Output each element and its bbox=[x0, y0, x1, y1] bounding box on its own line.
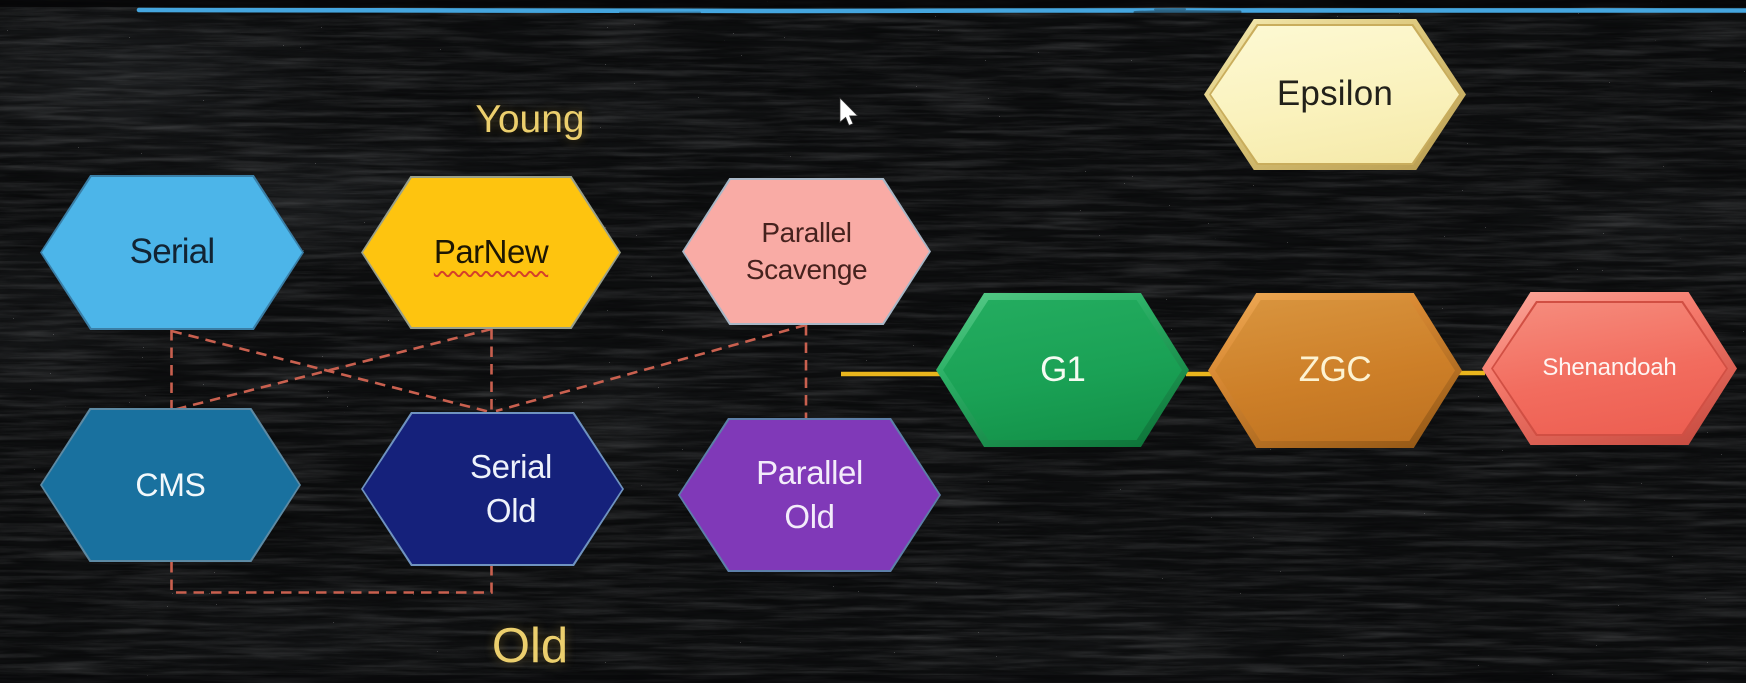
node-serial-old[interactable]: Serial Old bbox=[361, 412, 624, 566]
link-ps-serialold bbox=[495, 323, 807, 413]
node-zgc[interactable]: ZGC bbox=[1208, 293, 1462, 448]
link-serial-serialold bbox=[171, 329, 491, 414]
node-shenandoah[interactable]: Shenandoah bbox=[1482, 292, 1737, 445]
timeline-links bbox=[841, 370, 1485, 377]
node-parallel-old-label: Parallel Old bbox=[756, 453, 863, 535]
node-parallel-scavenge[interactable]: Parallel Scavenge bbox=[682, 178, 931, 325]
young-group-label: Young bbox=[475, 98, 585, 141]
node-parallel-scavenge-label: Parallel Scavenge bbox=[745, 216, 868, 285]
node-serial-old-label: Serial Old bbox=[470, 447, 552, 529]
node-parallel-scavenge-fill bbox=[684, 180, 929, 323]
node-parnew[interactable]: ParNew bbox=[361, 176, 621, 329]
node-cms-label: CMS bbox=[135, 466, 206, 503]
node-cms[interactable]: CMS bbox=[40, 408, 301, 562]
node-serial-old-fill bbox=[363, 414, 622, 564]
node-parnew-text: ParNew bbox=[433, 233, 549, 271]
node-g1-fill bbox=[943, 300, 1182, 440]
node-shenandoah-fill bbox=[1493, 303, 1726, 434]
node-parallel-old-fill bbox=[680, 420, 939, 570]
node-parnew-fill bbox=[363, 178, 619, 327]
dashed-links bbox=[170, 323, 808, 594]
node-epsilon-fill bbox=[1211, 26, 1459, 163]
node-zgc-fill bbox=[1215, 300, 1455, 441]
node-parallel-old[interactable]: Parallel Old bbox=[678, 418, 941, 572]
node-cms-fill bbox=[42, 410, 299, 560]
node-serial-label: Serial bbox=[129, 232, 215, 272]
node-g1[interactable]: G1 bbox=[936, 293, 1189, 447]
top-rule-chalk-gap bbox=[619, 8, 1242, 14]
node-parnew-label: ParNew bbox=[361, 176, 621, 329]
node-serial[interactable]: Serial bbox=[40, 175, 304, 330]
node-epsilon[interactable]: Epsilon bbox=[1204, 19, 1466, 170]
node-epsilon-label: Epsilon bbox=[1276, 74, 1394, 114]
node-shenandoah-label: Shenandoah bbox=[1542, 354, 1677, 382]
old-group-label: Old bbox=[491, 619, 569, 673]
node-g1-label: G1 bbox=[1040, 349, 1086, 389]
mouse-cursor-icon bbox=[839, 97, 859, 126]
link-parnew-cms bbox=[172, 327, 492, 412]
node-zgc-label: ZGC bbox=[1298, 350, 1372, 390]
top-rule-line bbox=[136, 6, 1746, 14]
node-serial-fill bbox=[42, 177, 302, 328]
